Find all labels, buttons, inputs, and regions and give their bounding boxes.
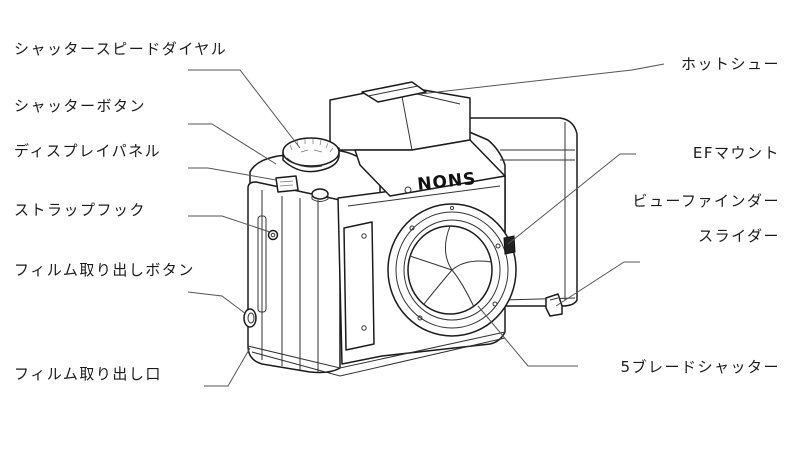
labels: シャッタースピードダイヤル シャッターボタン ディスプレイパネル ストラップフッ…	[14, 40, 780, 383]
mount-release-tab	[503, 235, 516, 255]
label-five-blade-shutter: 5ブレードシャッター	[620, 358, 780, 376]
right-body-block	[454, 117, 578, 307]
film-release-button	[243, 308, 257, 328]
hot-shoe	[361, 81, 427, 103]
label-film-exit: フィルム取り出し口	[14, 365, 162, 383]
shutter-button	[311, 188, 329, 202]
label-shutter-button: シャッターボタン	[14, 97, 146, 115]
label-display-panel: ディスプレイパネル	[14, 142, 161, 160]
label-shutter-speed-dial: シャッタースピードダイヤル	[14, 40, 227, 58]
leader-lines	[187, 63, 665, 387]
label-hot-shoe: ホットシュー	[681, 55, 780, 73]
label-viewfinder-slider-line1: ビューファインダー	[632, 192, 780, 210]
viewfinder-slider	[545, 293, 563, 317]
five-blade-shutter	[407, 225, 493, 315]
display-panel	[275, 175, 299, 193]
label-ef-mount: EFマウント	[693, 144, 780, 162]
label-film-release-button: フィルム取り出しボタン	[14, 261, 195, 279]
label-viewfinder-slider-line2: スライダー	[698, 227, 780, 245]
strap-hook	[267, 229, 279, 241]
shutter-speed-dial	[282, 137, 340, 173]
camera-illustration: NONS	[243, 81, 578, 377]
label-strap-hook: ストラップフック	[14, 201, 146, 219]
